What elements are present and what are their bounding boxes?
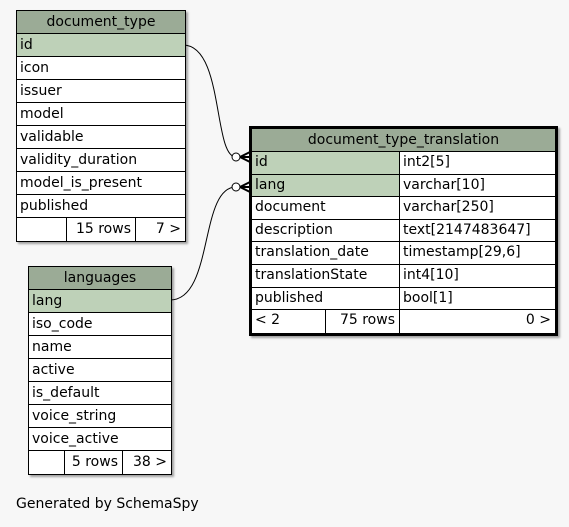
table-title[interactable]: document_type (17, 11, 185, 34)
column-name: active (29, 359, 171, 382)
link-languages-lang (169, 186, 237, 301)
table-row[interactable]: icon (17, 57, 185, 80)
column-type: int4[10] (400, 264, 555, 288)
children-count[interactable]: 0 > (400, 310, 555, 333)
table-row[interactable]: model (17, 103, 185, 126)
children-count[interactable]: 38 > (123, 451, 171, 474)
table-row[interactable]: name (29, 336, 171, 359)
table-title[interactable]: document_type_translation (252, 129, 555, 152)
footer-parents-cell (29, 451, 65, 474)
column-name: document (252, 197, 400, 220)
column-name: validity_duration (17, 149, 185, 172)
link-end-marker (231, 182, 241, 192)
table-row[interactable]: lang (29, 290, 171, 313)
table-row[interactable]: validable (17, 126, 185, 149)
column-name: published (252, 287, 400, 311)
column-name: name (29, 336, 171, 359)
table-row[interactable]: model_is_present (17, 172, 185, 195)
link-document-type-id (182, 44, 237, 158)
column-name: voice_string (29, 405, 171, 428)
column-type: bool[1] (400, 287, 555, 311)
column-name: id (252, 152, 400, 175)
crowfoot-marker (239, 151, 251, 163)
column-name: iso_code (29, 313, 171, 336)
column-type: varchar[250] (400, 197, 555, 220)
footer-parents-cell (17, 218, 67, 241)
column-name: model (17, 103, 185, 126)
table-row[interactable]: iso_code (29, 313, 171, 336)
column-name: id (17, 34, 185, 57)
column-name: icon (17, 57, 185, 80)
column-type: varchar[10] (400, 174, 555, 198)
column-name: lang (29, 290, 171, 313)
table-row[interactable]: id (17, 34, 185, 57)
table-row[interactable]: voice_active (29, 428, 171, 451)
column-name: lang (252, 174, 400, 198)
children-count[interactable]: 7 > (136, 218, 185, 241)
link-end-marker (231, 152, 241, 162)
column-name: issuer (17, 80, 185, 103)
table-row[interactable]: published (17, 195, 185, 218)
table-row[interactable]: issuer (17, 80, 185, 103)
column-type: int2[5] (400, 152, 555, 175)
column-name: validable (17, 126, 185, 149)
column-name: is_default (29, 382, 171, 405)
column-name: translationState (252, 264, 400, 288)
column-name: description (252, 219, 400, 243)
column-name: translation_date (252, 242, 400, 265)
column-type: text[2147483647] (400, 219, 555, 243)
crowfoot-marker (239, 181, 251, 193)
parents-count[interactable]: < 2 (252, 310, 326, 333)
column-name: model_is_present (17, 172, 185, 195)
table-row[interactable]: validity_duration (17, 149, 185, 172)
table-row[interactable]: active (29, 359, 171, 382)
table-row[interactable]: voice_string (29, 405, 171, 428)
generated-by-text: Generated by SchemaSpy (16, 496, 199, 512)
column-name: voice_active (29, 428, 171, 451)
row-count: 5 rows (65, 451, 123, 474)
row-count: 75 rows (326, 310, 400, 333)
column-name: published (17, 195, 185, 218)
table-row[interactable]: is_default (29, 382, 171, 405)
column-type: timestamp[29,6] (400, 242, 555, 265)
row-count: 15 rows (67, 218, 136, 241)
table-title[interactable]: languages (29, 267, 171, 290)
